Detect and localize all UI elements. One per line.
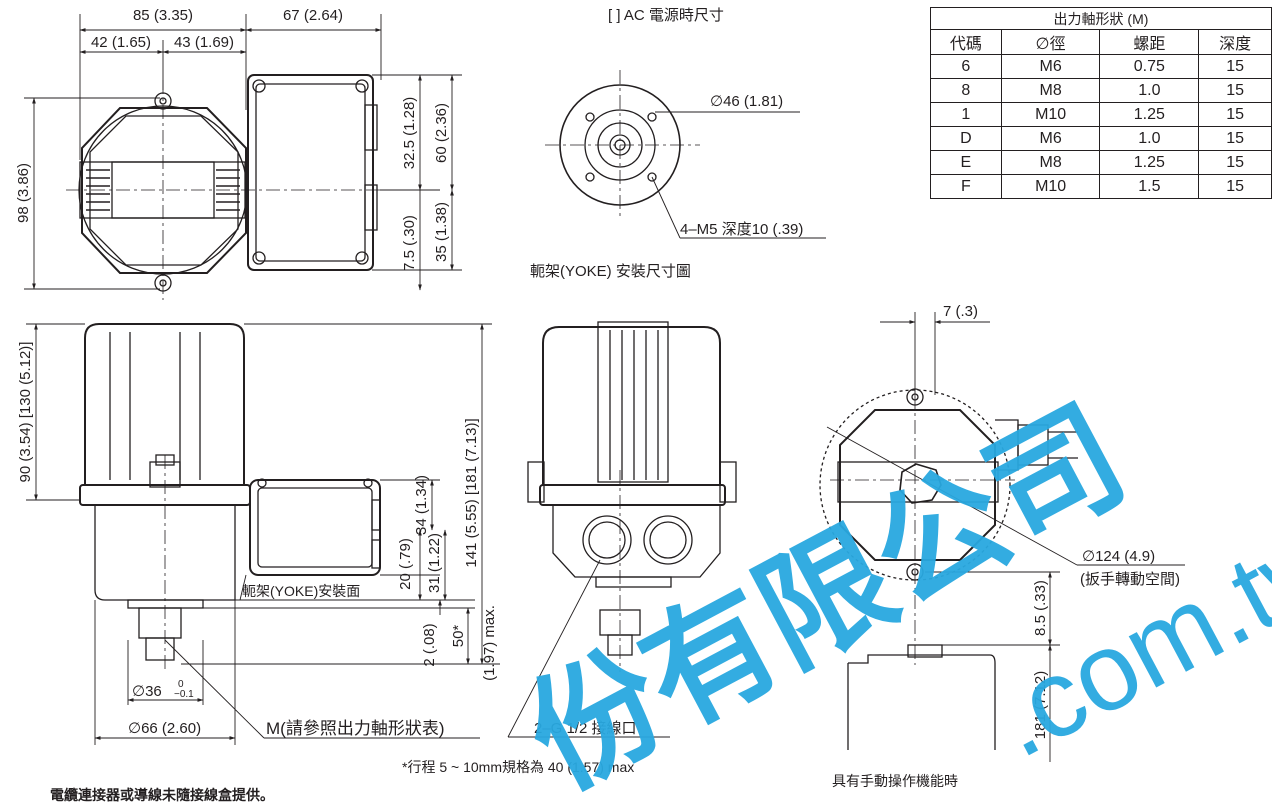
table-cell: F — [930, 174, 1002, 199]
table-cell: M8 — [1000, 78, 1101, 103]
yoke-view — [545, 70, 826, 239]
dim-90-130: 90 (3.54) [130 (5.12)] — [17, 342, 34, 483]
dim-50: 50* — [450, 625, 467, 648]
dim-1-97: (1.97) max. — [481, 605, 498, 681]
table-cell: 8 — [930, 78, 1002, 103]
right-view-dims — [880, 312, 1060, 762]
table-cell: 1.25 — [1099, 150, 1200, 175]
watermark: 份有限公司 .com.tw — [505, 381, 1272, 812]
table-cell: 1.25 — [1099, 102, 1200, 127]
base-66: ∅66 (2.60) — [128, 720, 201, 737]
table-cell: D — [930, 126, 1002, 151]
table-cell: M6 — [1000, 126, 1101, 151]
table-header: 代碼 — [930, 29, 1002, 55]
dim-43: 43 (1.69) — [174, 34, 234, 51]
dim-42: 42 (1.65) — [91, 34, 151, 51]
table-cell: M8 — [1000, 150, 1101, 175]
table-cell: 15 — [1198, 126, 1272, 151]
table-cell: 6 — [930, 54, 1002, 79]
table-cell: 15 — [1198, 150, 1272, 175]
manual-note: 具有手動操作機能時 — [832, 773, 958, 789]
dim-181: 181 (7.12) — [1032, 671, 1049, 739]
dim-20: 20 (.79) — [397, 538, 414, 590]
table-cell: 1.5 — [1099, 174, 1200, 199]
yoke-face-label: 軛架(YOKE)安裝面 — [242, 583, 360, 599]
dim-35: 35 (1.38) — [433, 202, 450, 262]
table-cell: 0.75 — [1099, 54, 1200, 79]
g-label: 2–G 1/2 接線口 — [534, 720, 637, 737]
wrench-space: (扳手轉動空間) — [1080, 571, 1180, 588]
table-cell: 15 — [1198, 102, 1272, 127]
table-cell: 15 — [1198, 54, 1272, 79]
dim-2: 2 (.08) — [421, 623, 438, 666]
table-cell: 1.0 — [1099, 126, 1200, 151]
table-caption: 出力軸形狀 (M) — [930, 7, 1272, 30]
dim-8-5: 8.5 (.33) — [1032, 580, 1049, 636]
shaft-tol-lower: −0.1 — [174, 689, 194, 700]
dim-31: 31 (1.22) — [426, 533, 443, 593]
ac-note: [ ] AC 電源時尺寸 — [608, 7, 724, 24]
dim-60: 60 (2.36) — [433, 103, 450, 163]
dim-124: ∅124 (4.9) — [1082, 548, 1155, 565]
dim-7: 7 (.3) — [943, 303, 978, 320]
table-cell: 15 — [1198, 78, 1272, 103]
dim-85: 85 (3.35) — [133, 7, 193, 24]
yoke-diameter: ∅46 (1.81) — [710, 93, 783, 110]
stroke-note: *行程 5 ~ 10mm規格為 40 (1.57) max — [402, 759, 634, 775]
front-view — [79, 323, 381, 670]
right-view — [819, 388, 1185, 750]
cable-note: 電纜連接器或導線未隨接線盒提供。 — [50, 787, 274, 803]
top-view-dims — [24, 14, 462, 291]
top-view — [66, 74, 400, 300]
table-cell: 1 — [930, 102, 1002, 127]
dim-32-5: 32.5 (1.28) — [401, 97, 418, 170]
dim-141-181: 141 (5.55) [181 (7.13)] — [463, 418, 480, 567]
dim-7-5: 7.5 (.30) — [401, 215, 418, 271]
shaft-36: ∅36 — [132, 683, 162, 700]
table-cell: M10 — [1000, 174, 1101, 199]
table-cell: 1.0 — [1099, 78, 1200, 103]
table-cell: M10 — [1000, 102, 1101, 127]
yoke-title: 軛架(YOKE) 安裝尺寸圖 — [530, 263, 691, 280]
table-header: ∅徑 — [1000, 29, 1101, 55]
table-header: 螺距 — [1099, 29, 1200, 55]
shaft-tol-upper: 0 — [178, 679, 184, 690]
side-view — [507, 321, 737, 738]
dim-67: 67 (2.64) — [283, 7, 343, 24]
yoke-holes: 4–M5 深度10 (.39) — [680, 221, 803, 238]
table-cell: M6 — [1000, 54, 1101, 79]
dim-34: 34 (1.34) — [413, 475, 430, 535]
table-header: 深度 — [1198, 29, 1272, 55]
table-cell: 15 — [1198, 174, 1272, 199]
dim-98: 98 (3.86) — [15, 163, 32, 223]
m-label: M(請參照出力軸形狀表) — [266, 719, 444, 738]
table-cell: E — [930, 150, 1002, 175]
